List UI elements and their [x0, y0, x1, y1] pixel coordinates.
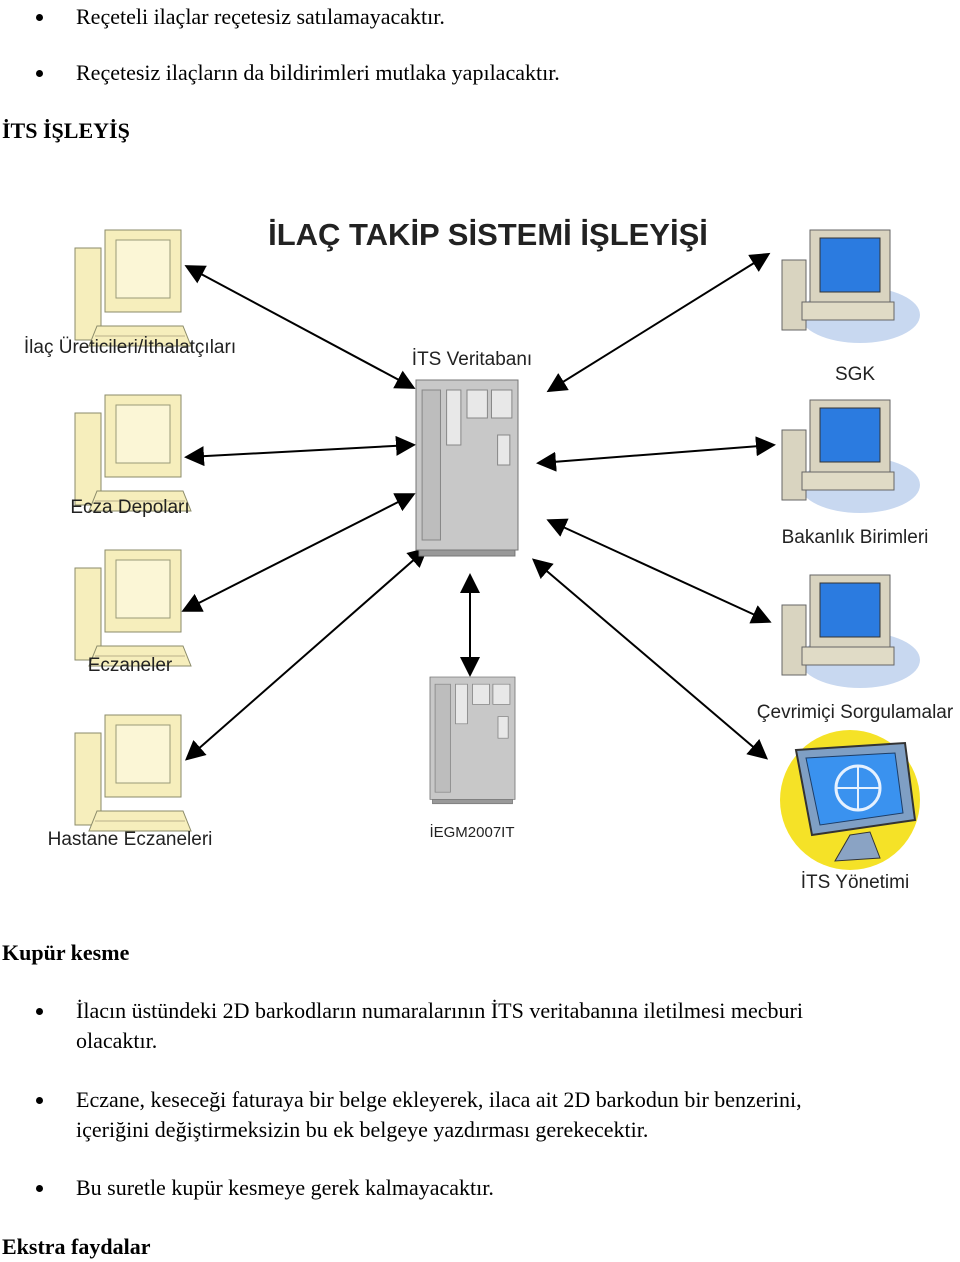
bullet-text: Eczane, keseceği faturaya bir belge ekle… — [76, 1087, 802, 1112]
node-label: İTS Yönetimi — [801, 872, 909, 893]
pc-blue-icon — [781, 399, 921, 514]
section-heading: Kupür kesme — [2, 940, 130, 965]
bullet-dot — [36, 1097, 43, 1104]
node-sgk: SGK — [781, 229, 921, 385]
node-label: Bakanlık Birimleri — [782, 527, 929, 548]
server-icon — [415, 379, 519, 557]
section-heading: İTS İŞLEYİŞ — [2, 118, 130, 143]
pc-beige-icon — [74, 549, 192, 667]
its-diagram: İLAÇ TAKİP SİSTEMİ İŞLEYİŞİ İlaç Üretici… — [24, 217, 954, 893]
node-label: Çevrimiçi Sorgulamalar — [757, 702, 954, 723]
node-label: Ecza Depoları — [70, 497, 189, 518]
connector-arrow — [184, 547, 429, 761]
monitor-icon — [780, 730, 920, 870]
connector-arrow — [546, 518, 772, 624]
connector-arrow — [536, 436, 776, 472]
connector-arrow — [546, 252, 771, 393]
pc-blue-icon — [781, 574, 921, 689]
node-its-yonetimi: İTS Yönetimi — [780, 730, 920, 893]
node-label: Hastane Eczaneleri — [48, 829, 213, 850]
node-eczaneler: Eczaneler — [74, 549, 192, 676]
node-label: İEGM2007IT — [429, 823, 514, 841]
pc-beige-icon — [74, 229, 192, 347]
node-ilac-ureticileri: İlaç Üreticileri/İthalatçıları — [24, 229, 236, 358]
bullet-text: Bu suretle kupür kesmeye gerek kalmayaca… — [76, 1175, 494, 1200]
node-hastane-eczaneleri: Hastane Eczaneleri — [48, 714, 213, 850]
diagram-title: İLAÇ TAKİP SİSTEMİ İŞLEYİŞİ — [268, 217, 708, 252]
server-icon — [429, 676, 516, 805]
bullet-text: içeriğini değiştirmeksizin bu ek belgeye… — [76, 1117, 649, 1142]
connector-arrow — [531, 558, 769, 760]
node-label: İlaç Üreticileri/İthalatçıları — [24, 337, 236, 358]
node-iegm2007it: İEGM2007IT — [429, 676, 516, 841]
connector-arrow — [184, 435, 416, 467]
bullet-text: İlacın üstündeki 2D barkodların numarala… — [76, 998, 803, 1023]
bullet-text: olacaktır. — [76, 1028, 158, 1053]
pc-beige-icon — [74, 714, 192, 832]
node-its-veritabani: İTS Veritabanı — [412, 349, 532, 557]
node-ecza-depolari: Ecza Depoları — [70, 394, 192, 518]
connector-arrow — [181, 493, 416, 612]
node-bakanlik-birimleri: Bakanlık Birimleri — [781, 399, 929, 548]
connector-arrow — [184, 265, 416, 389]
node-label: İTS Veritabanı — [412, 349, 532, 370]
pc-beige-icon — [74, 394, 192, 512]
pc-blue-icon — [781, 229, 921, 344]
bullet-dot — [36, 1008, 43, 1015]
node-cevrimici-sorgulamalar: Çevrimiçi Sorgulamalar — [757, 574, 954, 723]
node-label: Eczaneler — [88, 655, 173, 676]
section-heading: Ekstra faydalar — [2, 1234, 151, 1259]
bullet-dot — [36, 1185, 43, 1192]
bullet-text: Reçeteli ilaçlar reçetesiz satılamayacak… — [76, 4, 445, 29]
node-label: SGK — [835, 364, 875, 385]
bullet-dot — [36, 70, 43, 77]
bullet-text: Reçetesiz ilaçların da bildirimleri mutl… — [76, 60, 560, 85]
bullet-dot — [36, 14, 43, 21]
